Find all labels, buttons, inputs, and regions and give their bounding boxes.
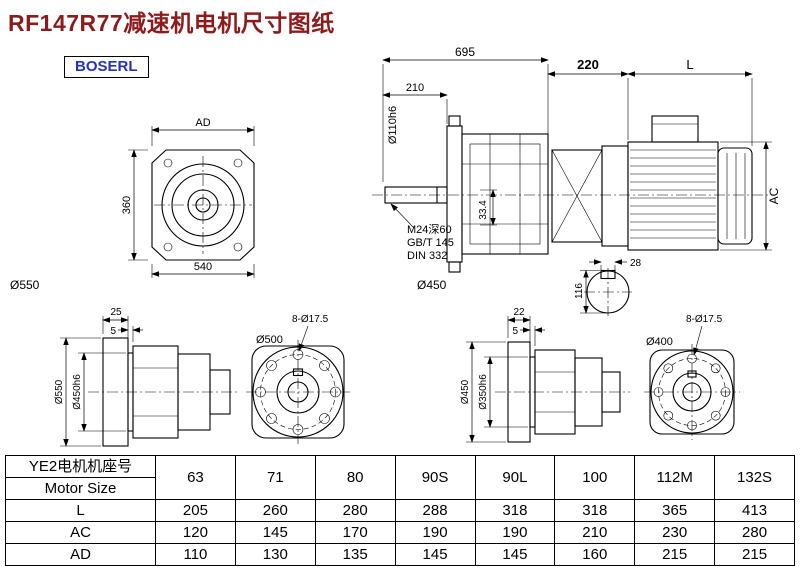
cell: 145 — [234, 521, 316, 544]
cell: 413 — [714, 499, 795, 522]
cell: 280 — [714, 521, 795, 544]
cell: 110 — [155, 543, 236, 566]
dim-shaft-dia: Ø110h6 — [387, 106, 399, 144]
cell: 205 — [155, 499, 236, 522]
dim-210: 210 — [406, 82, 424, 94]
dim-5a: 5 — [110, 326, 116, 337]
page-title: RF147R77减速机电机尺寸图纸 — [8, 10, 335, 36]
table-row-ac: AC 120 145 170 190 190 210 230 280 — [5, 521, 795, 544]
col-header-132s: 132S — [714, 455, 795, 500]
label-dia-400: Ø400 — [646, 336, 673, 348]
dim-33-4: 33.4 — [478, 200, 489, 220]
dim-ad: AD — [195, 117, 210, 129]
row-label-l: L — [5, 499, 156, 522]
cell: 280 — [314, 499, 396, 522]
label-dia-500: Ø500 — [256, 334, 283, 346]
dim-5b: 5 — [512, 326, 518, 337]
cell: 215 — [634, 543, 716, 566]
cell: 318 — [474, 499, 556, 522]
bottom-view-flange450-side: 22 5 Ø450 Ø350h6 — [460, 307, 630, 443]
dim-L: L — [686, 57, 693, 72]
dim-dia550: Ø550 — [54, 379, 65, 404]
col-header-80: 80 — [314, 455, 396, 500]
row-label-ac: AC — [5, 521, 156, 544]
col-header-100: 100 — [554, 455, 636, 500]
cell: 130 — [234, 543, 316, 566]
dim-dia450: Ø450 — [460, 379, 471, 404]
dim-dia450h6: Ø450h6 — [72, 374, 83, 410]
label-dia-450: Ø450 — [417, 278, 447, 292]
cell: 135 — [314, 543, 396, 566]
label-holes-500: 8-Ø17.5 — [292, 314, 329, 325]
motor-size-table: YE2电机机座号 Motor Size 63 71 80 90S 90L 100… — [5, 455, 795, 566]
dim-695: 695 — [455, 45, 475, 59]
label-std1: GB/T 145 — [407, 237, 454, 249]
dim-540: 540 — [194, 261, 212, 273]
size-header-cell: YE2电机机座号 Motor Size — [5, 455, 156, 500]
col-header-90l: 90L — [474, 455, 556, 500]
cell: 145 — [474, 543, 556, 566]
col-header-71: 71 — [234, 455, 316, 500]
table-row-ad: AD 110 130 135 145 145 160 215 215 — [5, 543, 795, 566]
shaft-section-view: 28 116 — [574, 258, 642, 316]
cell: 260 — [234, 499, 316, 522]
cell: 170 — [314, 521, 396, 544]
cell: 230 — [634, 521, 716, 544]
cell: 365 — [634, 499, 716, 522]
table-row-l: L 205 260 280 288 318 318 365 413 — [5, 499, 795, 522]
col-header-63: 63 — [155, 455, 236, 500]
dim-116: 116 — [574, 283, 585, 299]
cell: 190 — [394, 521, 476, 544]
side-view: 695 210 Ø110h6 M24深60 GB/T 145 DIN 332 3… — [372, 45, 775, 292]
cell: 120 — [155, 521, 236, 544]
dim-360: 360 — [121, 196, 133, 214]
front-view: AD 360 540 Ø550 — [10, 117, 255, 292]
header-en: Motor Size — [44, 480, 117, 497]
dim-22: 22 — [513, 307, 525, 318]
cell: 210 — [554, 521, 636, 544]
bottom-view-flange500-front: 8-Ø17.5 Ø500 — [246, 314, 350, 444]
cell: 215 — [714, 543, 795, 566]
dim-220: 220 — [577, 57, 599, 72]
bottom-view-flange550-side: 25 5 Ø550 Ø450h6 — [54, 307, 240, 447]
cell: 145 — [394, 543, 476, 566]
bottom-view-flange400-front: 8-Ø17.5 Ø400 — [644, 314, 740, 440]
cell: 160 — [554, 543, 636, 566]
cell: 288 — [394, 499, 476, 522]
dim-dia350h6: Ø350h6 — [478, 374, 489, 410]
cell: 190 — [474, 521, 556, 544]
label-holes-400: 8-Ø17.5 — [686, 314, 723, 325]
col-header-112m: 112M — [634, 455, 716, 500]
dim-25: 25 — [110, 307, 122, 318]
motor-view: 220 L AC — [547, 57, 781, 251]
row-label-ad: AD — [5, 543, 156, 566]
brand-logo: BOSERL — [64, 56, 149, 78]
col-header-90s: 90S — [394, 455, 476, 500]
label-std2: DIN 332 — [407, 250, 447, 262]
dim-ac: AC — [767, 187, 781, 204]
header-cn: YE2电机机座号 — [6, 456, 155, 478]
dim-28: 28 — [630, 258, 642, 269]
technical-drawing: AD 360 540 Ø550 — [10, 45, 781, 447]
label-tap: M24深60 — [407, 223, 452, 236]
label-dia-550: Ø550 — [10, 278, 40, 292]
cell: 318 — [554, 499, 636, 522]
table-header-row: YE2电机机座号 Motor Size 63 71 80 90S 90L 100… — [5, 455, 795, 500]
